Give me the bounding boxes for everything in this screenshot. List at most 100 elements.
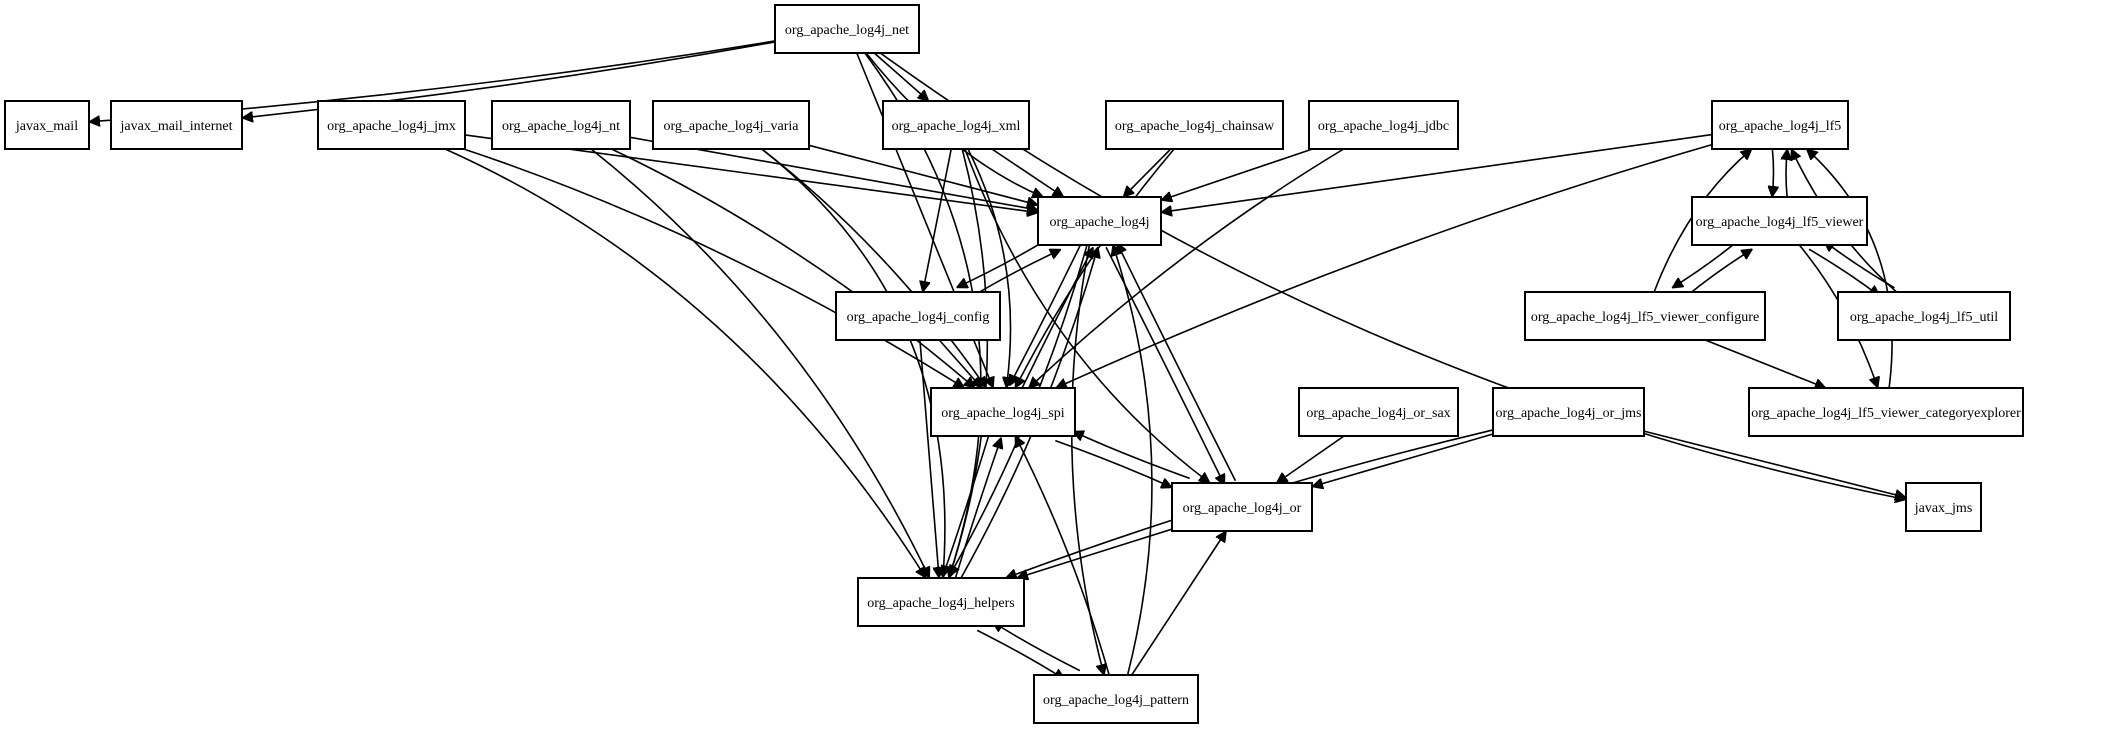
node-jmx: org_apache_log4j_jmx — [317, 100, 466, 150]
edge-lf5-to-spi — [1056, 143, 1713, 388]
edge-spi-to-or — [1055, 439, 1172, 488]
edge-or_jms-to-javax_jms — [1643, 430, 1906, 497]
node-label: org_apache_log4j_varia — [663, 119, 799, 134]
node-box — [1711, 100, 1849, 150]
edge-pattern-to-or — [1131, 531, 1227, 676]
edge-jmx-to-helpers — [444, 148, 927, 578]
node-box — [1905, 482, 1982, 532]
node-label: org_apache_log4j_net — [785, 23, 909, 38]
node-box — [774, 4, 920, 54]
edge-xml-to-log4j — [991, 148, 1064, 197]
edge-config-to-helpers — [919, 339, 939, 578]
edge-chainsaw-to-log4j — [1123, 148, 1172, 197]
edge-nt-to-spi — [611, 148, 974, 388]
node-label: org_apache_log4j_helpers — [867, 596, 1014, 611]
node-box — [1524, 291, 1766, 341]
node-net: org_apache_log4j_net — [774, 4, 920, 54]
edge-pattern-to-helpers — [992, 620, 1081, 672]
node-box — [882, 100, 1030, 150]
node-javax_mail_internet: javax_mail_internet — [110, 100, 243, 150]
node-log4j: org_apache_log4j — [1037, 196, 1162, 246]
node-label: javax_mail_internet — [120, 119, 233, 134]
node-box — [857, 577, 1025, 627]
node-box — [835, 291, 1001, 341]
edge-lf5-to-lf5_viewer — [1772, 148, 1773, 197]
node-nt: org_apache_log4j_nt — [491, 100, 631, 150]
node-label: org_apache_log4j_pattern — [1043, 693, 1189, 708]
edge-spi-to-helpers — [943, 434, 990, 576]
edge-or-to-log4j — [1116, 243, 1237, 482]
edge-lf5_viewer-to-lf5 — [1786, 149, 1787, 198]
edge-net-to-spi — [856, 52, 993, 388]
node-varia: org_apache_log4j_varia — [652, 100, 810, 150]
edge-config-to-spi — [938, 339, 982, 388]
node-label: org_apache_log4j_lf5_util — [1850, 310, 1998, 325]
node-label: javax_mail — [15, 119, 78, 134]
edge-xml-to-config — [923, 148, 953, 292]
node-javax_jms: javax_jms — [1905, 482, 1982, 532]
node-or_jms: org_apache_log4j_or_jms — [1492, 387, 1645, 437]
edge-helpers-to-pattern — [976, 629, 1064, 681]
edge-log4j-to-config — [957, 239, 1046, 288]
node-label: org_apache_log4j_or_sax — [1306, 406, 1450, 421]
edge-pattern-to-spi — [1014, 436, 1110, 676]
node-label: org_apache_log4j_lf5_viewer — [1696, 215, 1864, 230]
edge-varia-to-log4j — [808, 144, 1038, 205]
node-or_sax: org_apache_log4j_or_sax — [1298, 387, 1459, 437]
edge-spi-to-log4j — [1020, 247, 1094, 391]
edge-lf5_viewer_configure-to-lf5_viewer_categoryexplorer — [1704, 339, 1826, 388]
nodes-layer: org_apache_log4j_net javax_mail javax_mail… — [4, 4, 2024, 724]
node-label: org_apache_log4j — [1049, 215, 1149, 230]
node-lf5_viewer: org_apache_log4j_lf5_viewer — [1691, 196, 1868, 246]
node-spi: org_apache_log4j_spi — [930, 387, 1076, 437]
node-chainsaw: org_apache_log4j_chainsaw — [1105, 100, 1284, 150]
edge-chainsaw-to-spi — [1014, 148, 1175, 388]
node-label: org_apache_log4j_or — [1183, 501, 1302, 516]
edge-jdbc-to-spi — [1029, 148, 1345, 388]
edge-lf5-to-log4j — [1161, 133, 1713, 213]
edge-jmx-to-spi — [463, 148, 965, 389]
edge-or-to-spi — [1073, 431, 1190, 480]
edge-log4j-to-or — [1105, 246, 1226, 485]
edge-jdbc-to-log4j — [1161, 148, 1313, 200]
node-xml: org_apache_log4j_xml — [882, 100, 1030, 150]
edge-net-to-xml — [873, 52, 929, 101]
node-jdbc: org_apache_log4j_jdbc — [1308, 100, 1459, 150]
node-or: org_apache_log4j_or — [1171, 482, 1313, 532]
edge-helpers-to-spi — [954, 438, 1001, 580]
edge-varia-to-helpers — [761, 148, 945, 578]
node-label: org_apache_log4j_chainsaw — [1115, 119, 1275, 134]
node-label: javax_jms — [1914, 501, 1973, 516]
edge-log4j-to-spi — [1008, 242, 1083, 386]
node-box — [1748, 387, 2024, 437]
node-label: org_apache_log4j_jdbc — [1318, 119, 1449, 134]
node-javax_mail: javax_mail — [4, 100, 90, 150]
edge-xml-to-or — [964, 148, 1210, 483]
node-box — [652, 100, 810, 150]
node-box — [317, 100, 466, 150]
node-label: org_apache_log4j_lf5_viewer_categoryexpl… — [1751, 406, 2021, 421]
node-box — [1492, 387, 1645, 437]
node-box — [491, 100, 631, 150]
node-box — [1105, 100, 1284, 150]
node-box — [1037, 196, 1162, 246]
node-label: org_apache_log4j_xml — [892, 119, 1021, 134]
edge-xml-to-helpers — [949, 148, 989, 578]
edge-or-to-helpers — [1017, 528, 1173, 578]
node-label: org_apache_log4j_lf5_viewer_configure — [1531, 310, 1759, 325]
node-box — [1837, 291, 2011, 341]
node-label: org_apache_log4j_config — [847, 310, 990, 325]
node-label: org_apache_log4j_lf5 — [1719, 119, 1842, 134]
node-label: org_apache_log4j_jmx — [327, 119, 456, 134]
node-lf5: org_apache_log4j_lf5 — [1711, 100, 1849, 150]
node-box — [1033, 674, 1199, 724]
node-label: org_apache_log4j_or_jms — [1496, 406, 1642, 421]
node-lf5_viewer_categoryexplorer: org_apache_log4j_lf5_viewer_categoryexpl… — [1748, 387, 2024, 437]
edge-log4j-to-pattern — [1070, 245, 1104, 675]
node-label: org_apache_log4j_nt — [502, 119, 620, 134]
edge-or_jms-to-or — [1312, 433, 1494, 487]
edge-nt-to-helpers — [590, 148, 929, 578]
edge-xml-to-spi — [967, 148, 1011, 388]
node-pattern: org_apache_log4j_pattern — [1033, 674, 1199, 724]
